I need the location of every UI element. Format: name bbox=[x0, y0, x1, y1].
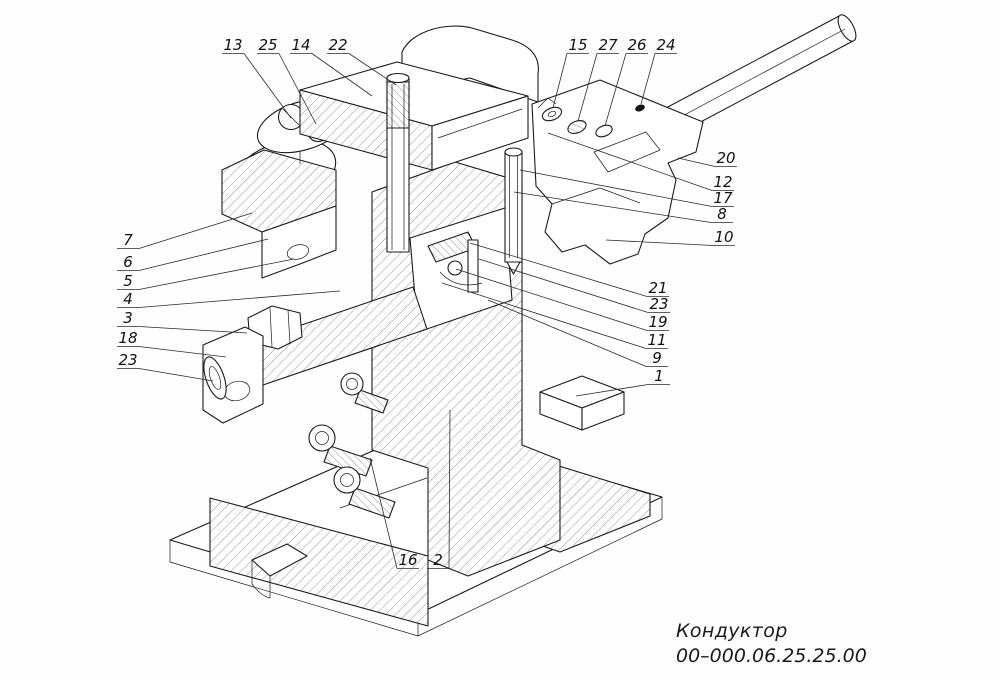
plunger-pin bbox=[467, 239, 479, 293]
callout-24: 24 bbox=[656, 36, 675, 54]
shaft-end-block bbox=[202, 326, 264, 424]
tilt-washer bbox=[567, 120, 587, 134]
callout-6: 6 bbox=[123, 253, 133, 271]
callout-4: 4 bbox=[123, 290, 133, 308]
pin-hole bbox=[635, 104, 645, 112]
part-title: Кондуктор bbox=[676, 620, 788, 642]
callout-26: 26 bbox=[627, 36, 646, 54]
detent-ball bbox=[447, 260, 463, 276]
callout-5: 5 bbox=[123, 272, 133, 290]
base-notch bbox=[251, 543, 308, 599]
shaft-end-cap bbox=[203, 356, 227, 400]
callout-13: 13 bbox=[223, 36, 242, 54]
callout-14: 14 bbox=[291, 36, 310, 54]
callout-19: 19 bbox=[648, 313, 667, 331]
callout-17: 17 bbox=[713, 189, 733, 207]
base-step-block bbox=[539, 375, 625, 431]
callout-25: 25 bbox=[258, 36, 277, 54]
head-assembly bbox=[299, 25, 539, 171]
callout-7: 7 bbox=[123, 231, 133, 249]
callout-2: 2 bbox=[433, 551, 443, 569]
callout-23: 23 bbox=[118, 351, 137, 369]
hook-clip bbox=[537, 97, 557, 109]
washer bbox=[541, 106, 563, 122]
callout-20: 20 bbox=[716, 149, 735, 167]
callout-16: 16 bbox=[398, 551, 417, 569]
title-block: Кондуктор 00–000.06.25.25.00 bbox=[676, 620, 867, 667]
callout-11: 11 bbox=[647, 331, 666, 349]
callout-3: 3 bbox=[123, 309, 133, 327]
callout-8: 8 bbox=[717, 205, 727, 223]
callout-21: 21 bbox=[648, 279, 667, 297]
clamp-shaft bbox=[202, 286, 428, 424]
locating-pin bbox=[504, 147, 523, 275]
callout-15: 15 bbox=[568, 36, 587, 54]
callout-1: 1 bbox=[654, 367, 664, 385]
swing-bracket bbox=[531, 79, 704, 265]
mounting-screws bbox=[308, 372, 396, 519]
callout-12: 12 bbox=[713, 173, 732, 191]
ring bbox=[595, 124, 613, 138]
clamp-screw-pin bbox=[386, 72, 410, 253]
callout-22: 22 bbox=[328, 36, 347, 54]
callout-27: 27 bbox=[598, 36, 618, 54]
left-clamp-body bbox=[221, 134, 337, 279]
drawing-number: 00–000.06.25.25.00 bbox=[676, 645, 867, 667]
callout-18: 18 bbox=[118, 329, 137, 347]
callout-23: 23 bbox=[649, 295, 668, 313]
callout-10: 10 bbox=[714, 228, 733, 246]
callout-9: 9 bbox=[652, 349, 662, 367]
